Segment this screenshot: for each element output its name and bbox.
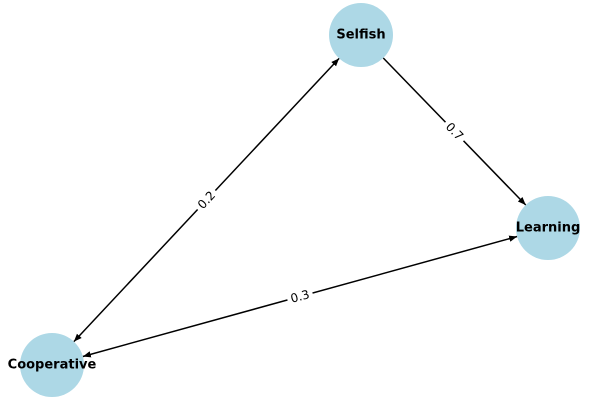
node-selfish: Selfish bbox=[329, 3, 393, 67]
node-circle bbox=[329, 3, 393, 67]
node-label: Cooperative bbox=[8, 358, 97, 373]
edge-label-cooperative-learning: 0.3 bbox=[285, 285, 315, 308]
node-learning: Learning bbox=[516, 196, 581, 260]
edge-label-background bbox=[191, 185, 222, 215]
node-label: Learning bbox=[516, 221, 581, 236]
node-cooperative: Cooperative bbox=[8, 333, 97, 397]
node-circle bbox=[516, 196, 580, 260]
edge-weight: 0.3 bbox=[289, 287, 311, 306]
edge-label-background bbox=[285, 285, 315, 308]
node-label: Selfish bbox=[336, 28, 385, 43]
edge-label-background bbox=[439, 116, 470, 147]
node-circle bbox=[20, 333, 84, 397]
